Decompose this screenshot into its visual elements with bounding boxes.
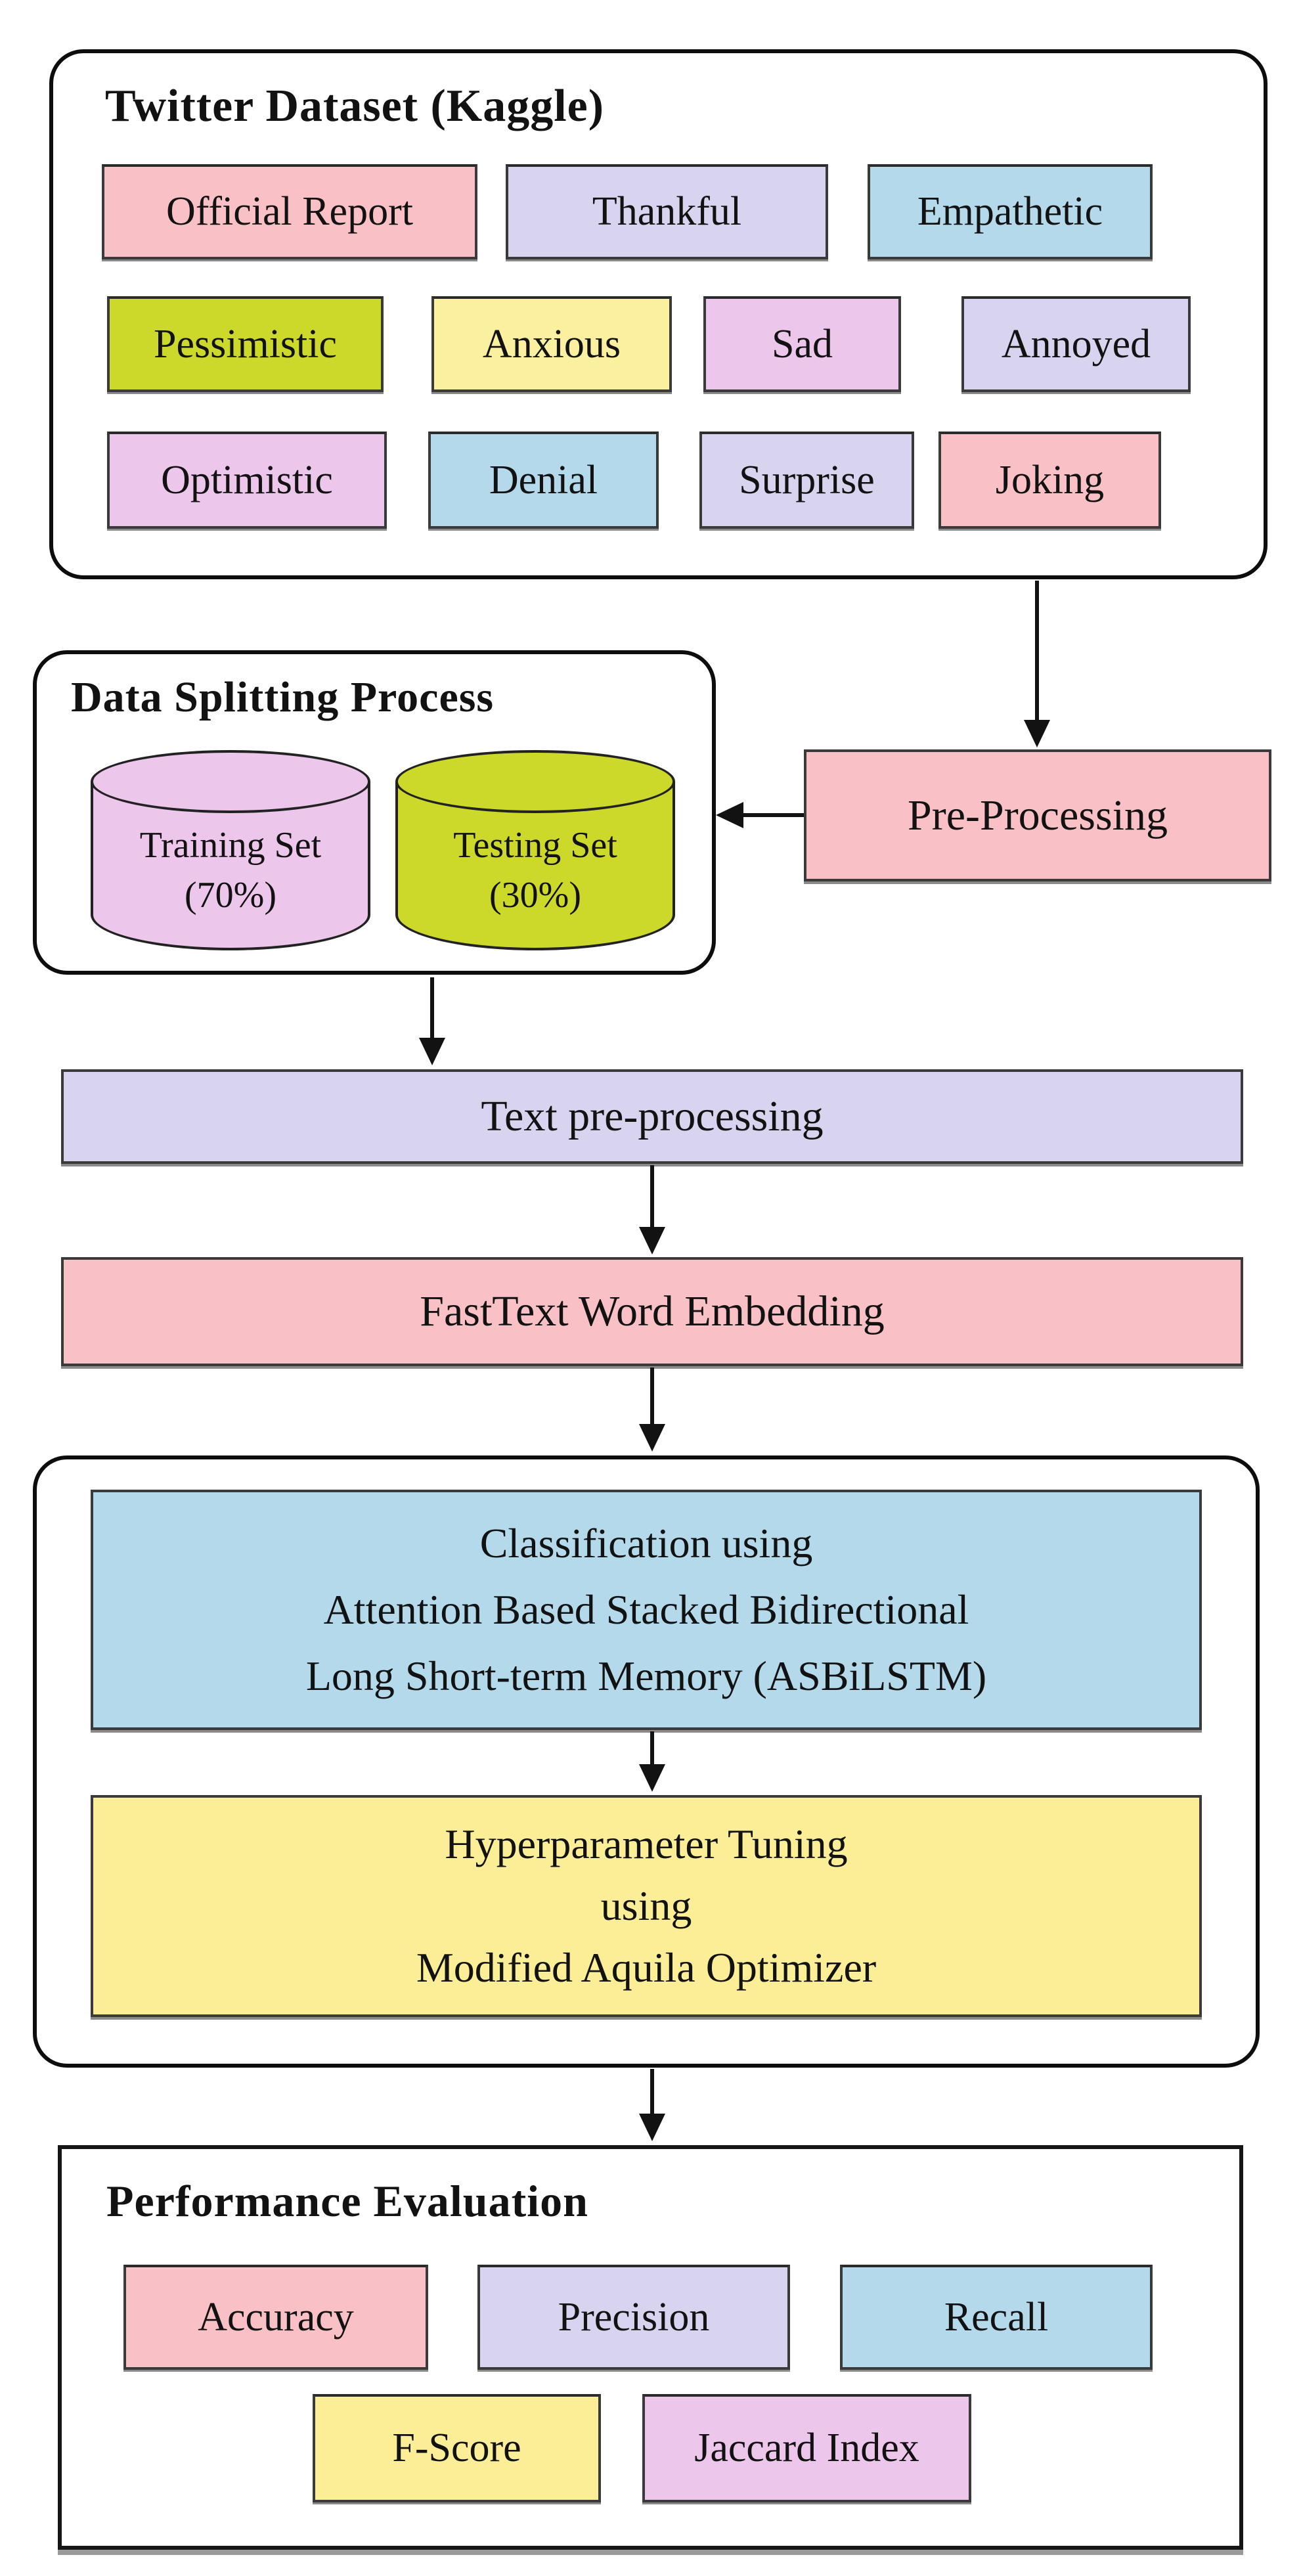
emotion-chip-annoyed: Annoyed xyxy=(961,296,1191,392)
arrow-preprocessing-to-splitting-line xyxy=(741,813,804,817)
training-set-label: Training Set (70%) xyxy=(139,825,322,916)
testing-set-cylinder: Testing Set (30%) xyxy=(395,750,675,950)
metric-chip-accuracy: Accuracy xyxy=(123,2265,428,2370)
arrow-model-to-evaluation-line xyxy=(650,2069,654,2116)
chip-label: Sad xyxy=(772,321,833,366)
chip-label: Empathetic xyxy=(917,189,1103,234)
chip-label: Surprise xyxy=(739,457,875,502)
metric-label: Jaccard Index xyxy=(694,2426,919,2470)
performance-evaluation-title: Performance Evaluation xyxy=(106,2176,588,2226)
emotion-chip-sad: Sad xyxy=(703,296,901,392)
emotion-chip-anxious: Anxious xyxy=(431,296,672,392)
tuning-line-1: Hyperparameter Tuning xyxy=(445,1821,848,1867)
arrow-fasttext-to-model-line xyxy=(650,1367,654,1427)
arrow-splitting-to-textpre-head xyxy=(419,1038,445,1065)
cylinder-top xyxy=(395,750,675,813)
arrow-dataset-to-preprocessing-line xyxy=(1035,581,1039,722)
arrow-textpre-to-fasttext-head xyxy=(639,1227,665,1255)
fasttext-embedding-bar: FastText Word Embedding xyxy=(61,1257,1243,1366)
chip-label: Annoyed xyxy=(1001,321,1151,366)
metric-chip-jaccard-index: Jaccard Index xyxy=(642,2394,971,2502)
hyperparameter-tuning-box: Hyperparameter Tuning using Modified Aqu… xyxy=(91,1795,1202,2017)
testing-set-label: Testing Set (30%) xyxy=(453,825,617,916)
cylinder-top xyxy=(91,750,370,813)
classification-line-2: Attention Based Stacked Bidirectional xyxy=(323,1586,969,1633)
emotion-chip-joking: Joking xyxy=(938,432,1161,529)
arrow-splitting-to-textpre-line xyxy=(430,977,434,1040)
emotion-chip-denial: Denial xyxy=(428,432,659,529)
metric-label: Accuracy xyxy=(198,2294,354,2340)
tuning-line-2: using xyxy=(600,1882,692,1929)
classification-line-1: Classification using xyxy=(479,1520,813,1566)
arrow-classification-to-tuning-head xyxy=(639,1764,665,1792)
metric-label: Recall xyxy=(944,2294,1049,2340)
metric-chip-f-score: F-Score xyxy=(313,2394,601,2502)
chip-label: Thankful xyxy=(592,189,742,234)
classification-box: Classification using Attention Based Sta… xyxy=(91,1490,1202,1730)
chip-label: Joking xyxy=(995,457,1105,502)
pre-processing-label: Pre-Processing xyxy=(908,791,1168,839)
text-pre-processing-label: Text pre-processing xyxy=(481,1092,824,1140)
chip-label: Anxious xyxy=(482,321,621,366)
metric-chip-recall: Recall xyxy=(840,2265,1153,2370)
metric-label: F-Score xyxy=(392,2426,521,2470)
pre-processing-box: Pre-Processing xyxy=(804,749,1271,881)
arrow-classification-to-tuning-line xyxy=(650,1731,654,1767)
emotion-chip-pessimistic: Pessimistic xyxy=(107,296,384,392)
tuning-line-3: Modified Aquila Optimizer xyxy=(416,1944,877,1991)
chip-label: Pessimistic xyxy=(153,321,338,366)
classification-line-3: Long Short-term Memory (ASBiLSTM) xyxy=(305,1653,987,1699)
metric-label: Precision xyxy=(558,2294,710,2340)
fasttext-embedding-label: FastText Word Embedding xyxy=(420,1287,885,1335)
data-splitting-title: Data Splitting Process xyxy=(71,673,495,721)
arrow-preprocessing-to-splitting-head xyxy=(716,802,743,828)
arrow-fasttext-to-model-head xyxy=(639,1424,665,1452)
arrow-model-to-evaluation-head xyxy=(639,2114,665,2141)
chip-label: Optimistic xyxy=(161,457,333,502)
training-set-cylinder: Training Set (70%) xyxy=(91,750,370,950)
arrow-textpre-to-fasttext-line xyxy=(650,1165,654,1230)
emotion-chip-thankful: Thankful xyxy=(506,164,828,259)
emotion-chip-empathetic: Empathetic xyxy=(868,164,1153,259)
text-pre-processing-bar: Text pre-processing xyxy=(61,1069,1243,1164)
chip-label: Denial xyxy=(489,457,598,502)
emotion-chip-official-report: Official Report xyxy=(102,164,477,259)
metric-chip-precision: Precision xyxy=(477,2265,790,2370)
arrow-dataset-to-preprocessing-head xyxy=(1024,720,1050,747)
emotion-chip-surprise: Surprise xyxy=(699,432,914,529)
chip-label: Official Report xyxy=(166,189,413,234)
emotion-chip-optimistic: Optimistic xyxy=(107,432,387,529)
twitter-dataset-title: Twitter Dataset (Kaggle) xyxy=(105,81,605,131)
